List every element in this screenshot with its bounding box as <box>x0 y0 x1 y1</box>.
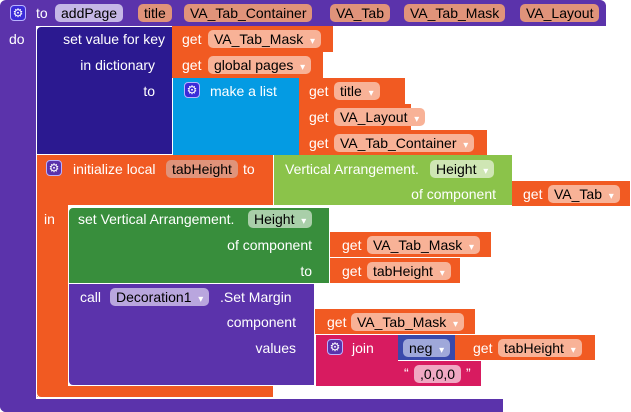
var-dropdown[interactable]: tabHeight <box>367 262 451 280</box>
open-quote: “ <box>404 365 409 381</box>
va-getter-label: Vertical Arrangement. <box>285 161 419 177</box>
param[interactable]: title <box>138 4 172 22</box>
to-label: to <box>300 263 312 279</box>
in-dict-label: in dictionary <box>80 57 155 73</box>
var-dropdown[interactable]: VA_Tab_Container <box>334 134 475 152</box>
proc-to: to <box>36 5 48 21</box>
init-local-left <box>36 205 68 398</box>
gear-icon[interactable]: ⚙ <box>327 339 343 355</box>
var-dropdown[interactable]: VA_Layout <box>334 108 426 126</box>
init-in: in <box>44 211 55 227</box>
method-label: .Set Margin <box>220 289 292 305</box>
local-var-name[interactable]: tabHeight <box>166 160 238 178</box>
join-label: join <box>352 340 374 356</box>
param[interactable]: VA_Tab_Container <box>184 4 313 22</box>
va-setter-label: set Vertical Arrangement. <box>78 211 235 227</box>
prop-dropdown[interactable]: Height <box>430 160 495 178</box>
var-dropdown[interactable]: VA_Tab_Mask <box>367 236 481 254</box>
get-label: get <box>342 237 362 253</box>
param[interactable]: VA_Tab <box>330 4 390 22</box>
gear-icon[interactable]: ⚙ <box>10 5 26 21</box>
var-dropdown[interactable]: global pages <box>208 56 312 74</box>
init-to: to <box>243 161 255 177</box>
var-dropdown[interactable]: tabHeight <box>498 339 582 357</box>
var-dropdown[interactable]: VA_Tab <box>548 185 620 203</box>
init-local-block[interactable] <box>36 155 273 205</box>
procedure-bottom <box>0 399 503 412</box>
gear-icon[interactable]: ⚙ <box>184 82 200 98</box>
proc-name[interactable]: addPage <box>55 4 124 22</box>
get-label: get <box>473 340 493 356</box>
init-local-label: initialize local <box>73 161 156 177</box>
get-label: get <box>182 57 202 73</box>
gear-icon[interactable]: ⚙ <box>46 160 62 176</box>
var-dropdown[interactable]: title <box>334 82 380 100</box>
component-label: component <box>226 314 296 330</box>
close-quote: ” <box>466 365 471 381</box>
neg-dropdown[interactable]: neg <box>403 339 451 357</box>
set-dict-block[interactable] <box>36 26 173 155</box>
var-dropdown[interactable]: VA_Tab_Mask <box>351 313 465 331</box>
init-local-bottom <box>36 386 273 398</box>
get-label: get <box>309 109 329 125</box>
get-label: get <box>309 135 329 151</box>
make-list-label: make a list <box>210 83 277 99</box>
of-component-label: of component <box>411 186 496 202</box>
param[interactable]: VA_Tab_Mask <box>404 4 506 22</box>
prop-dropdown[interactable]: Height <box>248 210 313 228</box>
procedure-body-left <box>0 26 36 412</box>
text-value[interactable]: ,0,0,0 <box>414 365 462 383</box>
component-dropdown[interactable]: Decoration1 <box>110 288 210 306</box>
var-dropdown[interactable]: VA_Tab_Mask <box>208 30 322 48</box>
get-label: get <box>309 83 329 99</box>
get-label: get <box>523 186 543 202</box>
proc-do: do <box>9 31 25 47</box>
get-label: get <box>327 314 347 330</box>
of-component-label: of component <box>227 237 312 253</box>
call-label: call <box>80 289 102 305</box>
to-label: to <box>143 83 155 99</box>
values-label: values <box>255 340 296 356</box>
get-label: get <box>342 263 362 279</box>
set-dict-label: set value for key <box>63 31 165 47</box>
param[interactable]: VA_Layout <box>520 4 600 22</box>
get-label: get <box>182 31 202 47</box>
